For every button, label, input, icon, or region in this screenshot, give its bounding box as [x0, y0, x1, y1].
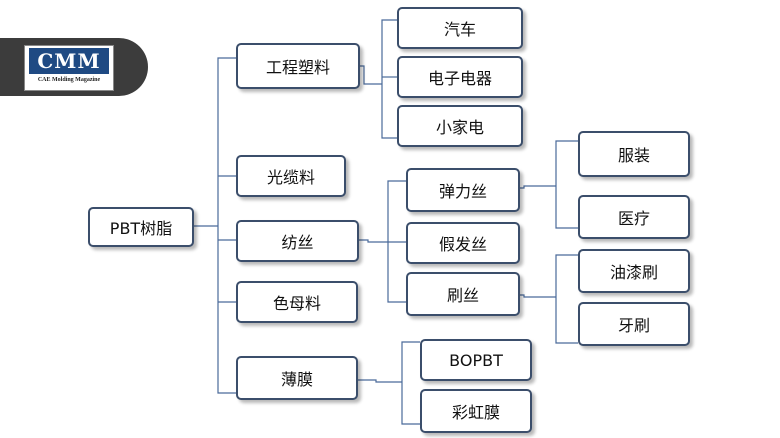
category-masterbatch: 色母料 — [236, 281, 358, 323]
connector-elastic — [520, 185, 556, 189]
bracket-engineering-apps — [381, 19, 397, 139]
logo-badge: CMM CAE Molding Magazine — [24, 45, 114, 91]
use-toothbrush: 牙刷 — [578, 302, 690, 346]
app-small-appliances: 小家电 — [397, 105, 523, 147]
use-clothing: 服装 — [578, 131, 690, 177]
use-paint-brush: 油漆刷 — [578, 249, 690, 293]
app-bopbt: BOPBT — [420, 339, 532, 381]
app-rainbow-film: 彩虹膜 — [420, 389, 532, 433]
app-wig-fiber: 假发丝 — [406, 222, 520, 264]
logo-subtitle: CAE Molding Magazine — [37, 77, 101, 83]
connector-brush — [520, 294, 556, 298]
category-spinning: 纺丝 — [236, 220, 359, 262]
cmm-logo: CMM CAE Molding Magazine — [0, 38, 148, 96]
connector-spinning — [359, 239, 388, 243]
app-brush-fiber: 刷丝 — [406, 272, 520, 316]
bracket-categories — [217, 57, 236, 394]
bracket-film-products — [401, 341, 420, 425]
logo-title: CMM — [29, 48, 109, 74]
category-film: 薄膜 — [236, 356, 358, 400]
use-medical: 医疗 — [578, 195, 690, 239]
bracket-brush-uses — [555, 254, 578, 344]
connector-film — [358, 379, 402, 383]
app-elastic-fiber: 弹力丝 — [406, 168, 520, 212]
connector-engineering — [360, 65, 382, 85]
category-optical-cable: 光缆料 — [236, 155, 346, 197]
root-node-pbt-resin: PBT树脂 — [88, 207, 194, 247]
bracket-elastic-uses — [555, 140, 578, 229]
app-automobile: 汽车 — [397, 7, 523, 49]
category-engineering-plastics: 工程塑料 — [236, 43, 360, 89]
app-electronics: 电子电器 — [397, 56, 523, 98]
